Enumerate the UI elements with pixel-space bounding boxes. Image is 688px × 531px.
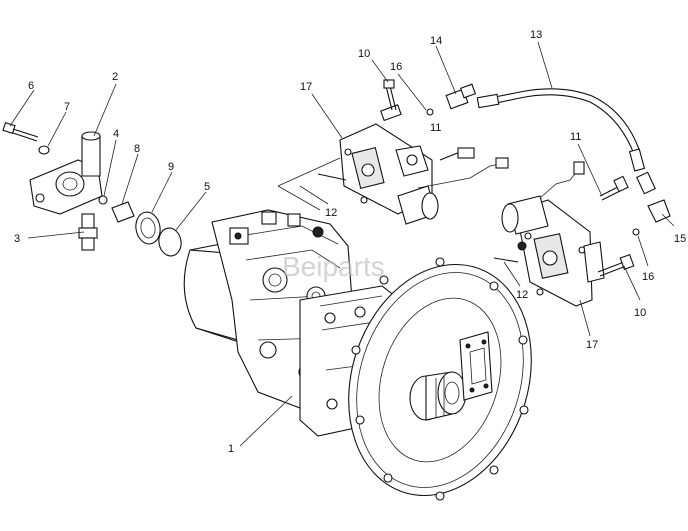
callout-16-top: 16 — [390, 61, 402, 73]
callout-6: 6 — [28, 80, 34, 92]
callout-8: 8 — [134, 143, 140, 155]
callout-11-right: 11 — [570, 131, 581, 143]
callout-9: 9 — [168, 161, 174, 173]
callout-7: 7 — [64, 101, 70, 113]
callout-17-right: 17 — [586, 339, 598, 351]
callout-11-top: 11 — [430, 122, 441, 134]
seal-part-9 — [135, 211, 161, 245]
regulator-lower — [493, 161, 640, 307]
callout-4: 4 — [113, 128, 119, 140]
callout-15: 15 — [674, 233, 686, 245]
sensor-part-14 — [445, 83, 477, 110]
o-ring-part-5 — [158, 227, 182, 257]
washer-part-7 — [38, 145, 50, 155]
callout-10-top: 10 — [358, 48, 370, 60]
callout-14: 14 — [430, 35, 442, 47]
callout-3: 3 — [14, 233, 20, 245]
main-pump-assembly — [183, 209, 532, 501]
gear-pump-group — [2, 121, 182, 257]
sensor-hose-group — [445, 83, 671, 223]
regulator-upper — [317, 79, 509, 225]
valve-part-8 — [111, 201, 135, 223]
callout-12-top: 12 — [325, 207, 337, 219]
fitting-part-3 — [78, 213, 98, 251]
leader-lines — [9, 41, 675, 447]
callout-17-top: 17 — [300, 81, 312, 93]
callout-10-right: 10 — [634, 307, 646, 319]
watermark-text: Beiparts — [282, 251, 385, 282]
o-ring-part-4 — [98, 195, 108, 205]
callout-16-right: 16 — [642, 271, 654, 283]
callout-2: 2 — [112, 71, 118, 83]
callout-1: 1 — [228, 443, 234, 455]
callout-12-right: 12 — [516, 289, 528, 301]
callout-13: 13 — [530, 29, 542, 41]
callout-labels: 1 2 3 4 5 6 7 8 9 10 10 11 11 12 12 13 1… — [14, 29, 686, 455]
callout-5: 5 — [204, 181, 210, 193]
bolt-part-6 — [2, 121, 39, 142]
